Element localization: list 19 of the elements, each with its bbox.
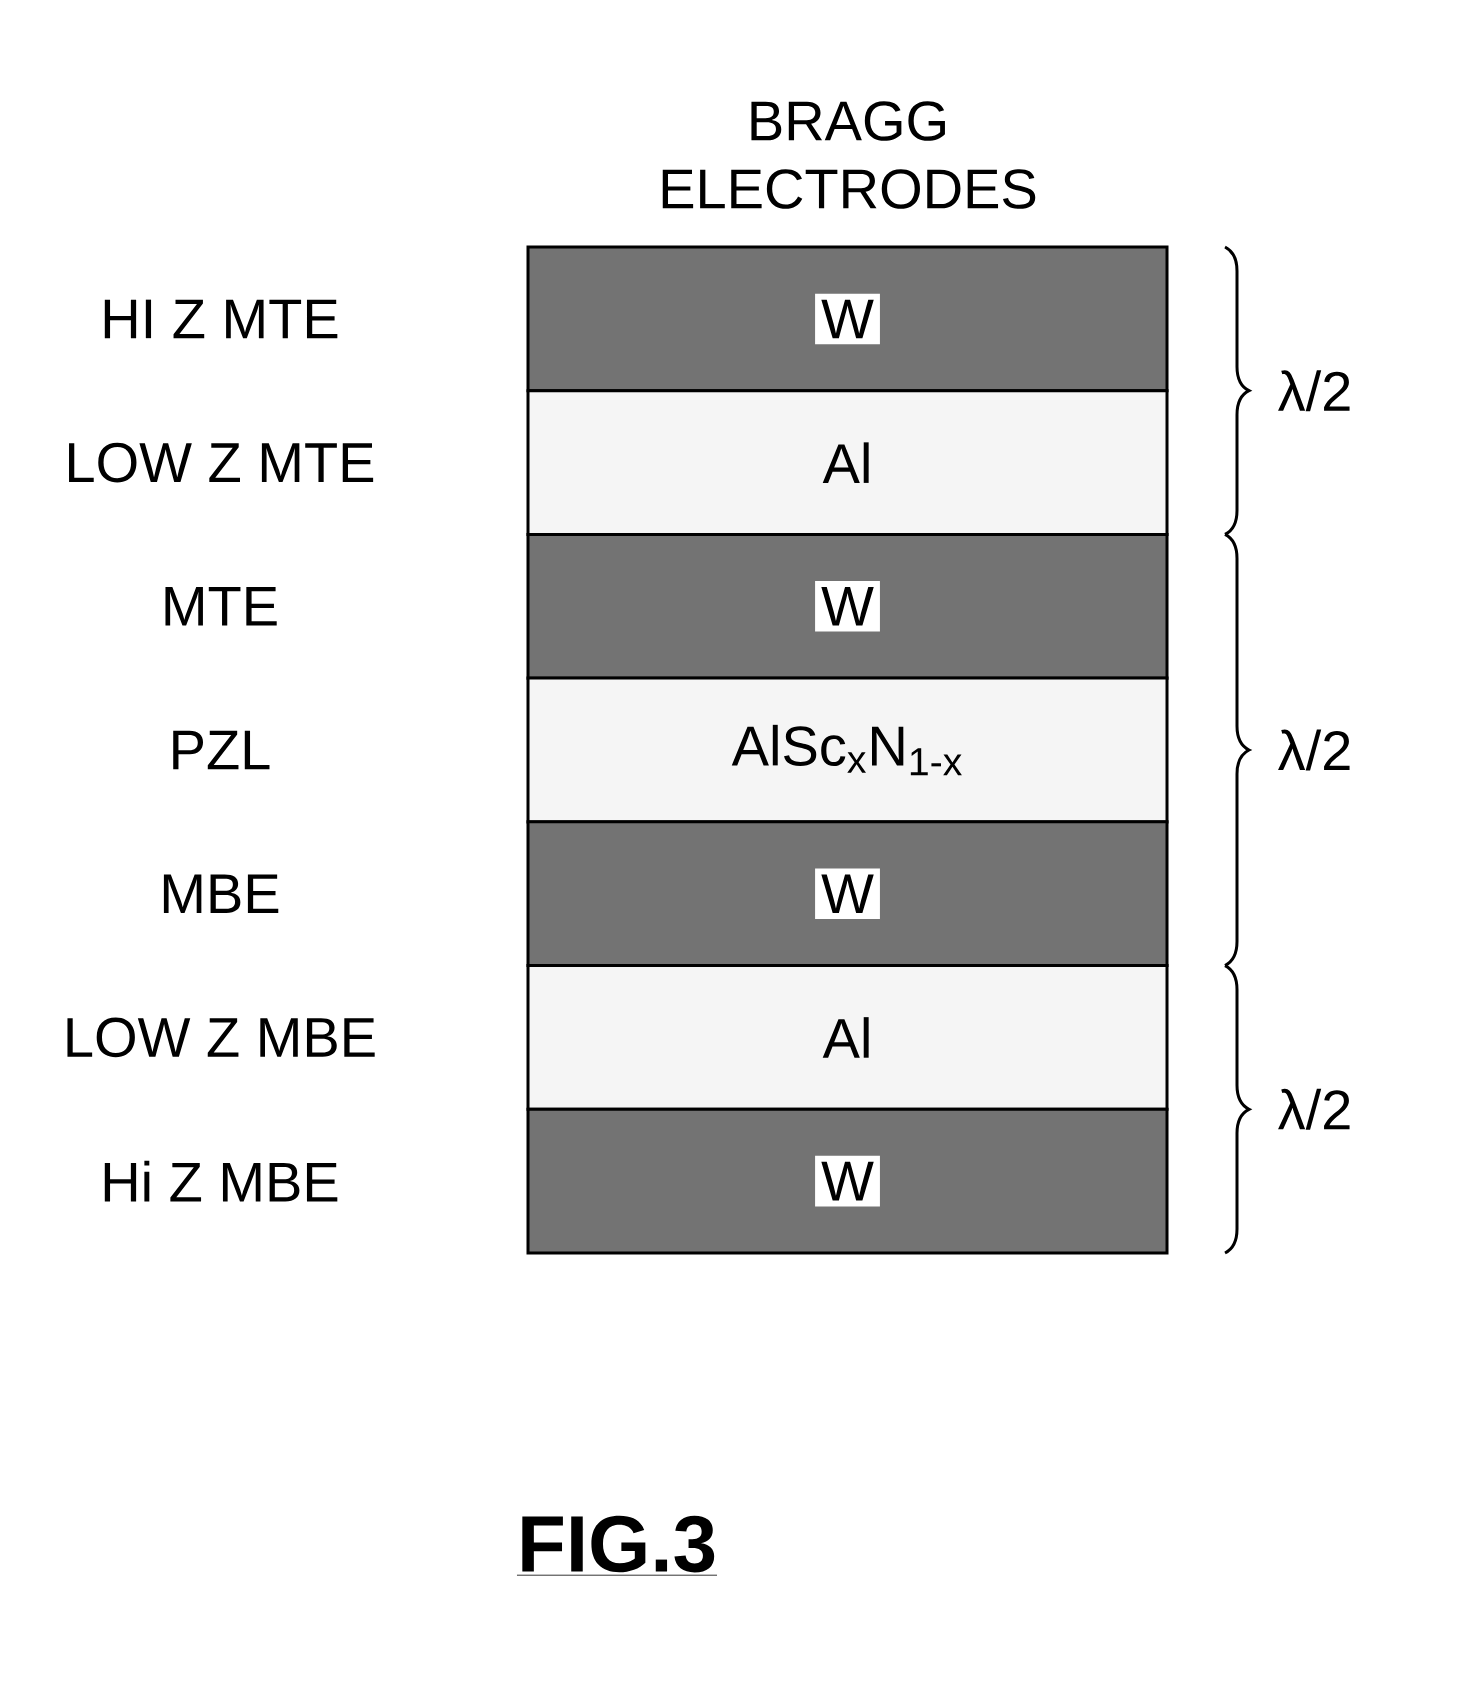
layer-label: Hi Z MBE xyxy=(104,1160,338,1202)
dimension-label: λ/2 xyxy=(1278,729,1350,771)
layer-band: W xyxy=(526,245,1169,393)
layer-band: W xyxy=(526,820,1169,968)
layer-label: PZL xyxy=(173,730,270,770)
layer-label: MTE xyxy=(165,587,277,626)
figure-caption: FIG.3 xyxy=(516,1515,718,1576)
heading: BRAGG ELECTRODES xyxy=(662,101,1036,209)
layer-band: W xyxy=(526,532,1169,680)
layer-band: Al xyxy=(526,964,1169,1111)
layer-band: AlSc$_{x}$N$_{1-x}$ xyxy=(526,676,1169,824)
layer-band: W xyxy=(526,1107,1169,1255)
dimension-label: λ/2 xyxy=(1278,370,1350,412)
dimension-label: λ/2 xyxy=(1278,1088,1350,1130)
layer-band: Al xyxy=(526,389,1169,536)
layer-label: MBE xyxy=(163,874,279,913)
layer-label: LOW Z MBE xyxy=(67,1017,375,1058)
layer-label: HI Z MTE xyxy=(104,299,338,339)
layer-label: LOW Z MTE xyxy=(69,442,374,483)
